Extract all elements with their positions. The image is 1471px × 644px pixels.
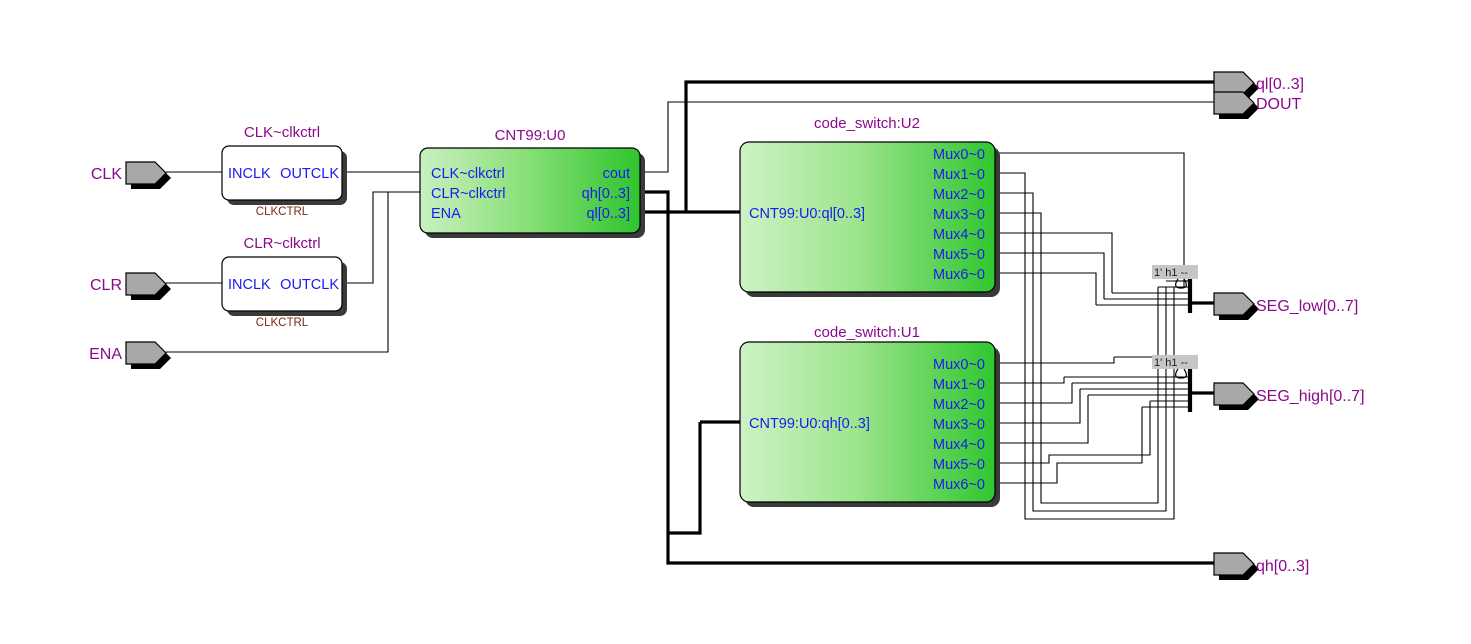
output-pin-seg-high[interactable]: SEG_high[0..7] xyxy=(1213,382,1365,410)
block-body-code-switch-u1[interactable] xyxy=(739,341,996,503)
wire-u1-mux6 xyxy=(995,407,1143,484)
constant-hook-icon-seg-high xyxy=(1175,368,1187,379)
port-out-u2-mux5: Mux5~0 xyxy=(933,247,985,263)
port-inclk-clr-clkctrl: INCLK xyxy=(228,277,271,293)
block-title-cnt99-u0: CNT99:U0 xyxy=(495,127,566,144)
port-in-clk-cnt99: CLK~clkctrl xyxy=(431,166,505,182)
wire-u2-mux6 xyxy=(995,272,1097,305)
wire-clkctrl-clr-to-cnt99 xyxy=(342,191,420,284)
output-pin-body-qh[interactable] xyxy=(1213,552,1255,576)
port-out-u2-mux3: Mux3~0 xyxy=(933,207,985,223)
port-outclk-clr-clkctrl: OUTCLK xyxy=(280,277,339,293)
port-out-u2-mux1: Mux1~0 xyxy=(933,167,985,183)
constant-node-seg-low[interactable]: 1' h1 -- xyxy=(1152,265,1198,289)
port-in-ena-cnt99: ENA xyxy=(431,206,461,222)
input-pin-body-clk[interactable] xyxy=(125,161,167,185)
port-out-u2-mux4: Mux4~0 xyxy=(933,227,985,243)
port-out-ql-cnt99: ql[0..3] xyxy=(586,206,630,222)
input-pin-label-clr: CLR xyxy=(90,277,122,294)
wire-u1-mux4 xyxy=(995,395,1089,444)
output-pin-seg-low[interactable]: SEG_low[0..7] xyxy=(1213,292,1358,320)
port-out-u1-mux4: Mux4~0 xyxy=(933,437,985,453)
constant-bg-seg-low xyxy=(1152,265,1198,279)
wire-u2-mux3 xyxy=(995,212,1159,504)
output-pin-body-seg-high[interactable] xyxy=(1213,382,1255,406)
port-outclk-clk-clkctrl: OUTCLK xyxy=(280,166,339,182)
wire-qh-branch-u1 xyxy=(668,422,702,535)
constant-label-seg-low: 1' h1 -- xyxy=(1154,267,1188,279)
port-out-u2-mux0: Mux0~0 xyxy=(933,147,985,163)
constant-hook-icon-seg-low xyxy=(1175,278,1187,289)
wire-u1-mux1 xyxy=(995,377,1065,384)
input-pins: CLK CLR ENA xyxy=(89,161,171,369)
primitive-label-clk-clkctrl: CLKCTRL xyxy=(256,206,309,218)
port-out-cout-cnt99: cout xyxy=(603,166,630,182)
output-pin-label-seg-high: SEG_high[0..7] xyxy=(1256,388,1365,405)
wire-u1-mux3 xyxy=(995,389,1081,424)
block-body-clr-clkctrl[interactable] xyxy=(221,256,343,312)
input-pin-ena[interactable]: ENA xyxy=(89,341,171,369)
wire-u2-mux4 xyxy=(995,232,1113,293)
wire-u2-mux2 xyxy=(995,192,1167,512)
output-pin-body-dout[interactable] xyxy=(1213,91,1255,115)
wire-qh-to-pin xyxy=(640,190,1214,565)
output-pin-qh[interactable]: qh[0..3] xyxy=(1213,552,1309,580)
wire-cout-to-dout xyxy=(640,101,1214,173)
output-pins: ql[0..3] DOUT SEG_low[0..7] SEG_high[0..… xyxy=(1213,71,1365,580)
port-out-u1-mux3: Mux3~0 xyxy=(933,417,985,433)
port-inclk-clk-clkctrl: INCLK xyxy=(228,166,271,182)
input-pin-clk[interactable]: CLK xyxy=(91,161,171,189)
clkctrl-blocks: CLK~clkctrl INCLK OUTCLK CLKCTRL CLR~clk… xyxy=(221,124,347,329)
block-clk-clkctrl[interactable]: CLK~clkctrl INCLK OUTCLK CLKCTRL xyxy=(221,124,347,218)
input-pin-label-clk: CLK xyxy=(91,166,122,183)
input-pin-body-clr[interactable] xyxy=(125,272,167,296)
output-pin-label-seg-low: SEG_low[0..7] xyxy=(1256,298,1358,315)
constant-bg-seg-high xyxy=(1152,355,1198,369)
constant-nodes: 1' h1 -- 1' h1 -- xyxy=(1152,265,1198,379)
wire-u1-mux0 xyxy=(995,357,1115,364)
block-title-clk-clkctrl: CLK~clkctrl xyxy=(244,124,320,141)
output-pin-label-ql: ql[0..3] xyxy=(1256,76,1304,93)
block-body-cnt99-u0[interactable] xyxy=(419,147,641,234)
output-pin-dout[interactable]: DOUT xyxy=(1213,91,1302,119)
constant-label-seg-high: 1' h1 -- xyxy=(1154,357,1188,369)
input-pin-body-ena[interactable] xyxy=(125,341,167,365)
block-cnt99-u0[interactable]: CNT99:U0 CLK~clkctrl CLR~clkctrl ENA cou… xyxy=(419,127,645,238)
block-code-switch-u1[interactable]: code_switch:U1 CNT99:U0:qh[0..3] Mux0~0 … xyxy=(739,324,1000,507)
constant-node-seg-high[interactable]: 1' h1 -- xyxy=(1152,355,1198,379)
port-out-u1-mux2: Mux2~0 xyxy=(933,397,985,413)
block-title-code-switch-u2: code_switch:U2 xyxy=(814,115,920,132)
port-out-u1-mux1: Mux1~0 xyxy=(933,377,985,393)
port-out-u1-mux5: Mux5~0 xyxy=(933,457,985,473)
input-pin-clr[interactable]: CLR xyxy=(90,272,171,300)
port-out-u2-mux6: Mux6~0 xyxy=(933,267,985,283)
block-clr-clkctrl[interactable]: CLR~clkctrl INCLK OUTCLK CLKCTRL xyxy=(221,235,347,329)
wire-layer xyxy=(166,80,1214,565)
block-title-clr-clkctrl: CLR~clkctrl xyxy=(243,235,320,252)
wire-u2-mux5 xyxy=(995,252,1105,299)
port-out-u2-mux2: Mux2~0 xyxy=(933,187,985,203)
port-in-u1: CNT99:U0:qh[0..3] xyxy=(749,416,870,432)
block-code-switch-u2[interactable]: code_switch:U2 CNT99:U0:ql[0..3] Mux0~0 … xyxy=(739,115,1000,297)
port-out-u1-mux0: Mux0~0 xyxy=(933,357,985,373)
port-in-u2: CNT99:U0:ql[0..3] xyxy=(749,206,865,222)
output-pin-label-dout: DOUT xyxy=(1256,96,1302,113)
wire-u1-mux2 xyxy=(995,383,1073,404)
wire-u2-mux0 xyxy=(995,152,1185,287)
input-pin-label-ena: ENA xyxy=(89,346,122,363)
block-body-code-switch-u2[interactable] xyxy=(739,141,996,293)
port-in-clr-cnt99: CLR~clkctrl xyxy=(431,186,506,202)
output-pin-body-ql[interactable] xyxy=(1213,71,1255,95)
wire-ql-to-pin xyxy=(684,80,1214,212)
output-pin-label-qh: qh[0..3] xyxy=(1256,558,1309,575)
port-out-u1-mux6: Mux6~0 xyxy=(933,477,985,493)
block-body-clk-clkctrl[interactable] xyxy=(221,145,343,201)
wire-u2-mux1 xyxy=(995,172,1175,520)
wire-u1-mux5 xyxy=(995,401,1151,464)
output-pin-body-seg-low[interactable] xyxy=(1213,292,1255,316)
primitive-label-clr-clkctrl: CLKCTRL xyxy=(256,317,309,329)
port-out-qh-cnt99: qh[0..3] xyxy=(582,186,630,202)
block-title-code-switch-u1: code_switch:U1 xyxy=(814,324,920,341)
